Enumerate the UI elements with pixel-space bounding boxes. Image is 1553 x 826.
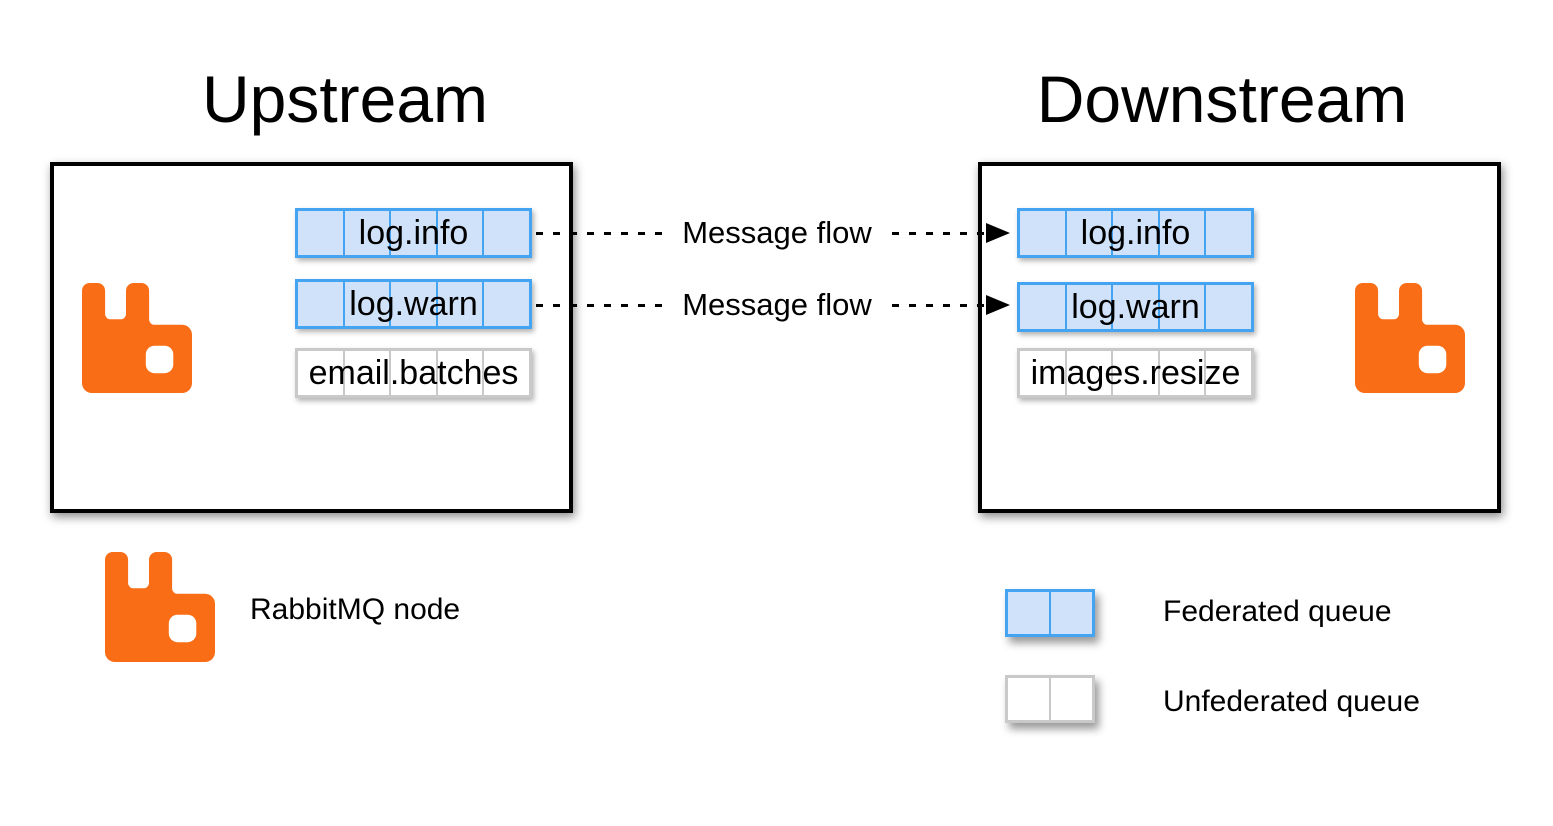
queue-label: log.info: [1080, 213, 1191, 252]
queue-cell: [389, 211, 436, 255]
rabbitmq-logo-icon: [1355, 283, 1465, 393]
upstream-queue-email-batches: email.batches: [295, 348, 532, 398]
queue-cell: [482, 211, 529, 255]
queue-label: log.info: [358, 213, 469, 252]
legend-unfederated-queue-label: Unfederated queue: [1163, 685, 1420, 718]
queue-label: log.warn: [349, 284, 478, 323]
queue-cell: [1049, 592, 1092, 634]
message-flow-dotted-line: [536, 304, 662, 307]
queue-cell: [1204, 351, 1251, 395]
legend-rabbitmq-node-label: RabbitMQ node: [250, 593, 461, 626]
queue-cell: [389, 351, 436, 395]
queue-cell: [1064, 351, 1112, 395]
message-flow-dotted-line: [892, 232, 986, 235]
queue-cell: [1008, 592, 1049, 634]
queue-cell: [1049, 678, 1092, 720]
queue-cell: [1111, 285, 1158, 329]
message-flow-dotted-line: [536, 232, 662, 235]
legend-unfederated-queue-swatch: [1005, 675, 1095, 723]
queue-cell: [435, 282, 483, 326]
queue-cell: [482, 351, 529, 395]
queue-cell: [389, 282, 436, 326]
queue-cell: [435, 351, 483, 395]
queue-cell: [1008, 678, 1049, 720]
queue-label: log.warn: [1071, 287, 1200, 326]
queue-label: images.resize: [1030, 353, 1241, 392]
queue-cell: [1064, 211, 1112, 255]
downstream-title: Downstream: [1036, 62, 1408, 136]
queue-cell: [1157, 351, 1205, 395]
queue-cell: [482, 282, 529, 326]
queue-cell: [1111, 351, 1158, 395]
message-flow-label: Message flow: [682, 287, 872, 322]
queue-cell: [342, 351, 390, 395]
queue-label: email.batches: [308, 353, 519, 392]
downstream-node-box: log.info log.warn images.resize: [978, 162, 1501, 513]
upstream-title: Upstream: [201, 62, 489, 136]
queue-cell: [1157, 285, 1205, 329]
rabbitmq-logo-icon: [82, 283, 192, 393]
downstream-queue-log-info: log.info: [1017, 208, 1254, 258]
queue-cell: [342, 282, 390, 326]
queue-cell: [342, 211, 390, 255]
message-flow-label: Message flow: [682, 215, 872, 250]
legend-federated-queue-label: Federated queue: [1163, 595, 1392, 628]
queue-cell: [1204, 285, 1251, 329]
message-flow-dotted-line: [892, 304, 986, 307]
upstream-queue-log-info: log.info: [295, 208, 532, 258]
downstream-queue-log-warn: log.warn: [1017, 282, 1254, 332]
downstream-queue-images-resize: images.resize: [1017, 348, 1254, 398]
arrowhead-icon: [986, 295, 1010, 315]
legend-federated-queue-swatch: [1005, 589, 1095, 637]
queue-cell: [1064, 285, 1112, 329]
arrowhead-icon: [986, 223, 1010, 243]
upstream-node-box: log.info log.warn email.batches: [50, 162, 573, 513]
queue-cell: [1111, 211, 1158, 255]
queue-cell: [1204, 211, 1251, 255]
queue-cell: [435, 211, 483, 255]
queue-cell: [1157, 211, 1205, 255]
upstream-queue-log-warn: log.warn: [295, 279, 532, 329]
rabbitmq-logo-icon: [105, 552, 215, 662]
